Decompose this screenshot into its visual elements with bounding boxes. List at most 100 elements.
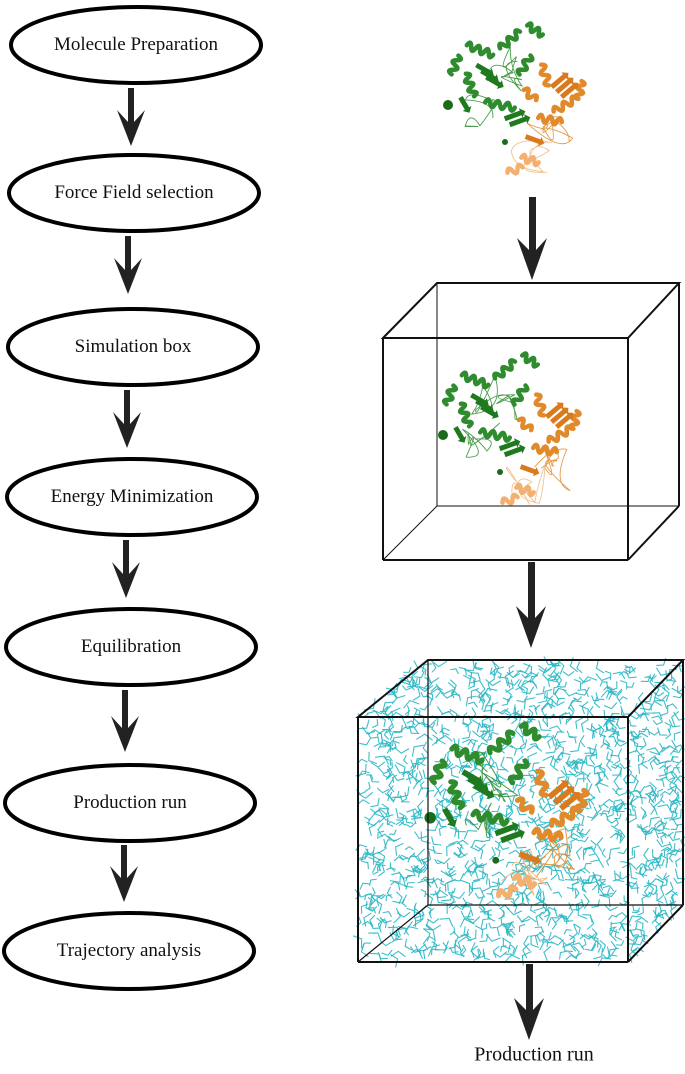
water-molecule — [368, 932, 382, 943]
coil-loop — [526, 116, 574, 145]
water-molecule — [641, 895, 648, 905]
water-molecule — [597, 957, 612, 967]
water-molecule — [573, 945, 580, 960]
water-molecule — [538, 667, 551, 674]
water-molecule — [657, 684, 670, 691]
water-molecule — [668, 785, 674, 796]
water-molecule — [484, 692, 492, 708]
water-molecule — [600, 742, 610, 748]
water-molecule — [369, 952, 383, 963]
water-molecule — [467, 679, 475, 690]
water-molecule — [423, 878, 438, 889]
flow-arrow-1 — [117, 88, 145, 146]
water-molecule — [657, 804, 673, 814]
solvated-box-edges — [355, 659, 685, 963]
water-molecule — [453, 693, 462, 701]
water-molecule — [606, 685, 614, 701]
water-molecule — [387, 926, 401, 937]
water-molecule — [370, 887, 376, 898]
ligand-sphere — [443, 100, 453, 110]
water-molecule — [608, 735, 617, 742]
water-molecule — [651, 715, 664, 723]
water-molecule — [376, 894, 387, 900]
coil-loop — [464, 94, 496, 128]
water-molecule — [359, 852, 367, 861]
water-molecule — [521, 674, 531, 679]
flow-arrow-6 — [110, 845, 138, 902]
ligand-sphere — [502, 139, 508, 145]
water-molecule — [646, 747, 661, 756]
water-molecule — [627, 767, 633, 778]
water-molecule — [660, 833, 667, 844]
water-molecule — [574, 887, 580, 899]
water-molecule — [361, 860, 369, 870]
helix-ribbon — [519, 351, 541, 369]
water-molecule — [515, 711, 522, 722]
water-molecule — [509, 707, 517, 716]
water-molecule — [636, 823, 649, 830]
water-molecule — [635, 868, 648, 876]
water-molecule — [446, 842, 456, 857]
beta-strand — [559, 82, 579, 99]
water-molecule — [492, 945, 500, 959]
water-molecule — [589, 746, 598, 756]
water-molecule — [461, 730, 471, 740]
water-molecule — [580, 879, 590, 886]
water-molecule — [514, 891, 520, 902]
water-molecule — [627, 711, 644, 720]
water-molecule — [560, 843, 572, 853]
water-molecule — [430, 685, 444, 692]
coil-loop — [472, 751, 520, 802]
step-label-production-run: Production run — [73, 792, 187, 813]
water-molecule — [352, 935, 363, 949]
water-molecule — [439, 727, 450, 734]
water-molecule — [376, 787, 390, 794]
water-molecule — [521, 821, 530, 828]
water-molecule — [660, 846, 674, 853]
water-molecule — [566, 730, 578, 738]
step-ellipse-molecule-preparation — [9, 5, 263, 85]
water-molecule — [381, 803, 390, 817]
water-molecule — [619, 829, 626, 844]
water-molecule — [398, 786, 410, 798]
water-molecule — [656, 839, 671, 848]
water-molecule — [406, 720, 416, 726]
water-molecule — [664, 721, 672, 733]
water-molecule — [631, 946, 645, 953]
water-molecule — [675, 759, 683, 774]
water-molecule — [632, 904, 640, 912]
water-molecule — [576, 771, 585, 783]
water-molecule — [520, 709, 527, 718]
beta-strand — [554, 412, 574, 429]
helix-ribbon — [464, 40, 496, 60]
water-molecule — [479, 934, 489, 943]
water-molecule — [471, 866, 484, 875]
water-molecule — [479, 911, 490, 919]
water-molecule — [536, 890, 546, 905]
water-molecule — [368, 823, 377, 837]
water-molecule — [639, 701, 655, 711]
water-molecule — [541, 839, 548, 850]
water-molecule — [393, 907, 401, 924]
water-molecule — [546, 714, 556, 728]
water-molecule — [373, 732, 384, 748]
water-molecule — [657, 887, 665, 901]
water-molecule — [414, 914, 425, 927]
water-molecule — [650, 852, 663, 864]
water-molecule — [673, 711, 685, 721]
water-molecule — [501, 937, 512, 953]
water-molecule — [635, 795, 643, 805]
water-molecule — [599, 939, 607, 953]
water-molecule — [598, 875, 604, 885]
water-molecule — [471, 859, 488, 868]
water-molecule — [671, 799, 681, 806]
water-molecule — [547, 674, 556, 687]
water-molecule — [639, 737, 647, 751]
water-molecule — [368, 856, 375, 865]
water-molecule — [621, 862, 638, 871]
water-molecule — [533, 897, 545, 912]
helix-ribbon — [492, 358, 518, 381]
water-molecule — [610, 927, 617, 942]
water-molecule — [562, 859, 569, 874]
water-molecule — [547, 671, 560, 679]
